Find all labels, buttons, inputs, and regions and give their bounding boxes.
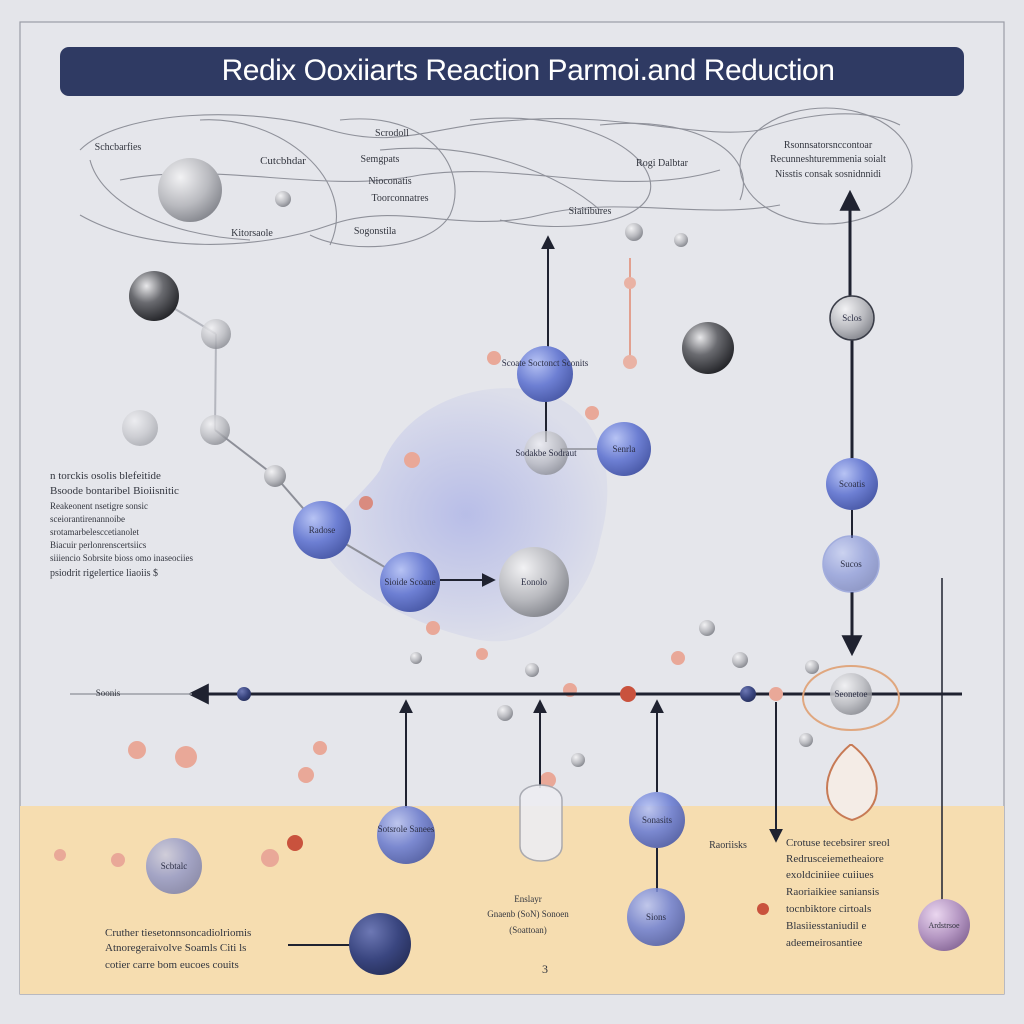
left-annotation-line-5: srotamarbelesccetianolet — [50, 527, 139, 537]
bottom-left-line-1: Cruther tiesetonnsoncadiolriomis — [105, 927, 251, 939]
node-n9: Sucos — [822, 535, 880, 593]
scale-label: Ardstrsoe — [928, 921, 960, 930]
net-label-10: Siaitibures — [569, 206, 612, 217]
bottom-left-line-2: Atnoregeraivolve Soamls Citi ls — [105, 942, 246, 954]
bottom-right-line-5: tocnbiktore cirtoals — [786, 903, 871, 915]
node-n14-label: Seonetoe — [835, 689, 868, 699]
glass-beaker — [519, 784, 563, 862]
node-n7-label: Sclos — [842, 313, 862, 323]
node-n1-label: Scoate Soctonct Sconits — [502, 358, 589, 368]
bottom-right-line-6: Blasiiesstaniudil e — [786, 920, 866, 932]
navy-cylinder — [349, 913, 411, 975]
axis-dot-2 — [620, 686, 636, 702]
node-n2-label: Sodakbe Sodraut — [515, 448, 577, 458]
net-label-9: Rogi Dalbtar — [636, 158, 689, 169]
flask-label-1: Enslayr — [514, 894, 542, 904]
bottom-left-annotation: Cruther tiesetonnsoncadiolriomis Atnoreg… — [105, 927, 251, 971]
bottom-left-line-3: cotier carre bom eucoes couits — [105, 959, 239, 971]
node-n2: Sodakbe Sodraut — [515, 431, 577, 475]
floor-band — [20, 806, 1004, 994]
hooks-label: Raoriisks — [709, 840, 747, 851]
node-n8: Scoatis — [826, 458, 878, 510]
left-annotation-line-1: n torckis osolis blefeitide — [50, 470, 161, 482]
box-line-3: Nisstis consak sosnidnnidi — [775, 169, 881, 180]
net-label-2: Cutcbhdar — [260, 155, 306, 167]
node-n8-label: Scoatis — [839, 479, 865, 489]
node-n6: Eonolo — [499, 547, 569, 617]
bottom-right-line-2: Redrusceiemetheaiore — [786, 853, 884, 865]
node-n11-label: Scbtalc — [161, 861, 188, 871]
axis-dot-3 — [740, 686, 756, 702]
node-n12: Sonasits — [629, 792, 685, 848]
left-annotation: n torckis osolis blefeitide Bsoode bonta… — [50, 470, 193, 579]
net-label-8: Sogonstila — [354, 226, 397, 237]
bottom-right-line-4: Raoriaikiee saniansis — [786, 886, 879, 898]
dark-sphere-right — [682, 322, 734, 374]
left-annotation-line-8: psiodrit rigelertice liaoiis $ — [50, 568, 158, 579]
flask-label-2: Gnaenb (SoN) Sonoen — [487, 909, 569, 919]
net-label-3: Kitorsaole — [231, 228, 273, 239]
reaction-flask — [802, 665, 900, 822]
box-line-2: Recunneshturemmenia soialt — [770, 154, 886, 165]
node-n5: Sioide Scoane — [380, 552, 440, 612]
node-n3: Senrla — [597, 422, 651, 476]
net-label-5: Semgpats — [361, 154, 400, 165]
lilac-sphere — [918, 899, 970, 951]
node-n11: Scbtalc — [146, 838, 202, 894]
node-n14: Seonetoe — [830, 673, 872, 715]
box-line-1: Rsonnsatorsnccontoar — [784, 140, 873, 151]
node-n6-label: Eonolo — [521, 577, 547, 587]
node-n4-label: Radose — [309, 525, 336, 535]
node-n1: Scoate Soctonct Sconits — [502, 346, 589, 402]
left-annotation-line-2: Bsoode bontaribel Bioiisnitic — [50, 485, 179, 497]
node-n10: Sotsrole Sanees — [377, 806, 435, 864]
title-bar — [60, 47, 964, 96]
axis-left-label: Soonis — [96, 688, 121, 698]
node-n4: Radose — [293, 501, 351, 559]
node-n13-label: Sions — [646, 912, 667, 922]
axis-dot-4 — [769, 687, 783, 701]
junction-dot — [275, 191, 291, 207]
net-label-1: Schcbarfies — [95, 142, 142, 153]
node-n9-label: Sucos — [840, 559, 862, 569]
net-label-7: Toorconnatres — [371, 193, 428, 204]
axis-dot-1 — [237, 687, 251, 701]
node-n7: Sclos — [829, 295, 875, 341]
node-n13: Sions — [627, 888, 685, 946]
node-n5-label: Sioide Scoane — [384, 577, 435, 587]
bottom-right-line-1: Crotuse tecebsirer sreol — [786, 837, 890, 849]
node-n3-label: Senrla — [613, 444, 636, 454]
left-annotation-line-4: sceiorantirenannoibe — [50, 514, 125, 524]
net-label-6: Nioconatis — [368, 176, 411, 187]
left-annotation-line-7: siiiencio Sobrsite bioss omo inaseociies — [50, 553, 193, 563]
small-molecules — [54, 223, 819, 915]
grey-sphere-top — [158, 158, 222, 222]
net-label-4: Scrodoll — [375, 128, 409, 139]
left-annotation-line-3: Reakeonent nsetigre sonsic — [50, 501, 148, 511]
bottom-right-annotation: Crotuse tecebsirer sreol Redrusceiemethe… — [786, 837, 890, 949]
node-n10-label: Sotsrole Sanees — [378, 824, 435, 834]
bottom-right-line-3: exoldciniiee cuiiues — [786, 869, 874, 881]
left-molecule-chain — [122, 271, 411, 583]
page-title: Redix Ooxiiarts Reaction Parmoi.and Redu… — [222, 54, 835, 87]
node-n12-label: Sonasits — [642, 815, 673, 825]
bottom-right-line-7: adeemeirosantiee — [786, 937, 862, 949]
left-annotation-line-6: Biacuir perlonrenscertsiics — [50, 540, 147, 550]
flask-label-3: (Soattoan) — [509, 925, 547, 935]
top-network — [79, 107, 913, 248]
page-number: 3 — [542, 962, 548, 976]
